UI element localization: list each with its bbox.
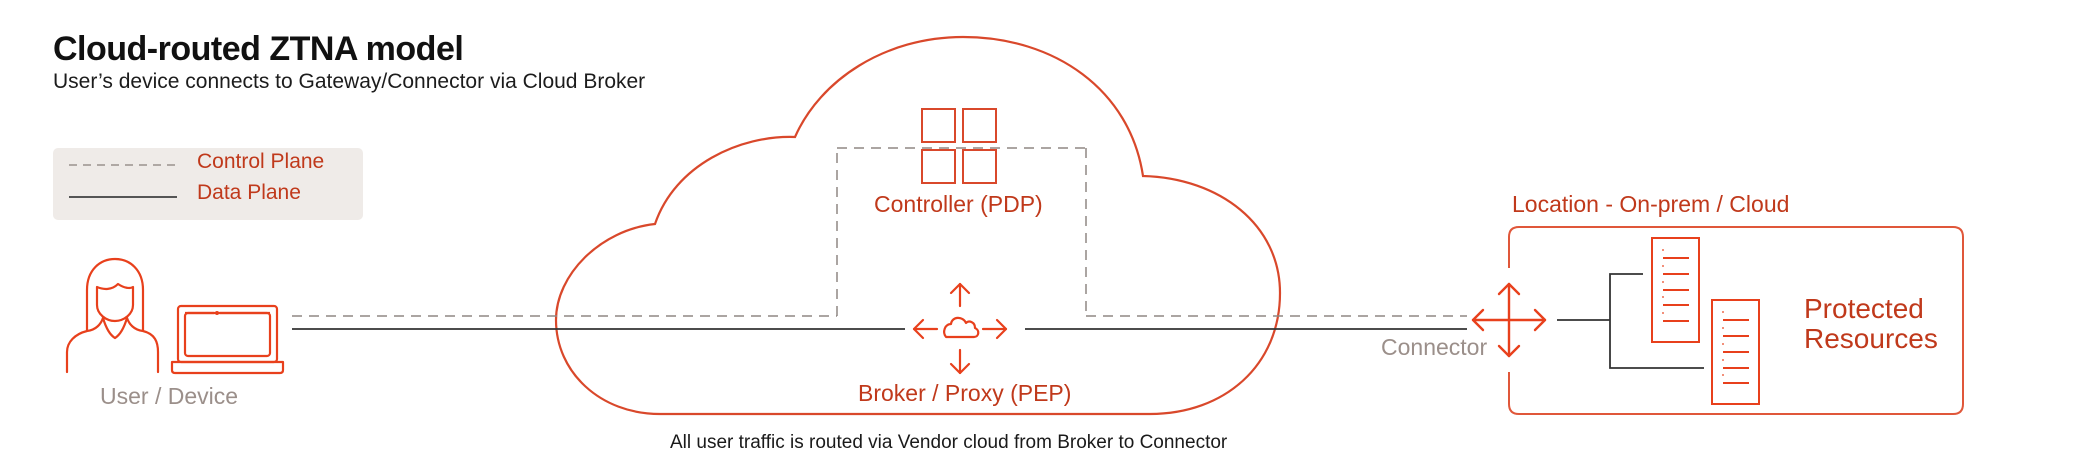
laptop-icon — [170, 304, 285, 375]
data-plane-line-sample — [69, 196, 177, 198]
server-rack-lines — [1663, 257, 1689, 322]
server-icon — [1711, 299, 1760, 405]
location-label: Location - On-prem / Cloud — [1512, 191, 1790, 217]
legend: Control Plane Data Plane — [53, 148, 363, 220]
protected-resources-line2: Resources — [1804, 323, 1938, 354]
person-icon — [65, 257, 160, 374]
diagram-caption: All user traffic is routed via Vendor cl… — [670, 432, 1228, 453]
server-icon — [1651, 237, 1700, 343]
data-line-resource-branches — [1609, 273, 1704, 369]
diagram-title: Cloud-routed ZTNA model — [53, 30, 464, 68]
control-plane-line-sample — [69, 164, 177, 166]
server-rack-lines — [1723, 319, 1749, 384]
location-box — [1508, 226, 1964, 415]
data-plane-path — [292, 273, 1704, 369]
broker-cloud-arrows-icon — [912, 282, 1008, 375]
broker-label: Broker / Proxy (PEP) — [858, 380, 1072, 406]
connector-label: Connector — [1381, 334, 1488, 360]
controller-label: Controller (PDP) — [874, 191, 1043, 217]
vendor-cloud-shape — [554, 35, 1282, 416]
protected-resources-line1: Protected — [1804, 293, 1924, 324]
legend-data-plane-label: Data Plane — [197, 181, 301, 204]
protected-resources-label: Protected Resources — [1804, 294, 1938, 354]
legend-control-plane-label: Control Plane — [197, 150, 325, 173]
connector-arrows-icon — [1471, 282, 1547, 358]
controller-grid-icon — [921, 108, 997, 184]
diagram-subtitle: User’s device connects to Gateway/Connec… — [53, 70, 646, 93]
user-device-label: User / Device — [100, 383, 239, 409]
control-plane-path — [292, 147, 1467, 317]
